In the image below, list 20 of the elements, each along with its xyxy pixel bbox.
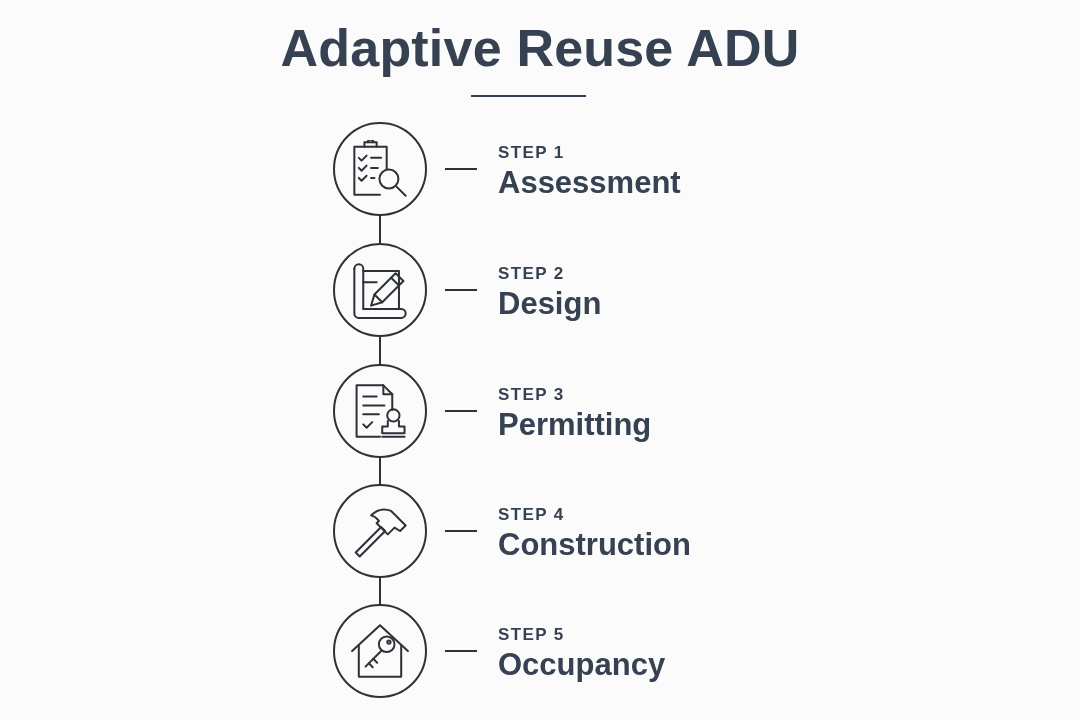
step-label: STEP 1: [498, 142, 565, 164]
step-title: Construction: [498, 526, 691, 564]
connector-line: [444, 650, 478, 652]
step-title: Design: [498, 285, 602, 323]
step-title: Permitting: [498, 406, 652, 444]
step-label: STEP 3: [498, 384, 565, 406]
step-label: STEP 5: [498, 624, 565, 646]
step-title: Assessment: [498, 164, 681, 202]
connector-line: [379, 336, 381, 365]
connector-line: [379, 577, 381, 605]
connector-line: [444, 530, 478, 532]
connector-line: [444, 410, 478, 412]
connector-line: [444, 168, 478, 170]
connector-line: [444, 289, 478, 291]
step-title: Occupancy: [498, 646, 666, 684]
step-label: STEP 2: [498, 263, 565, 285]
connector-line: [379, 457, 381, 485]
connector-line: [379, 215, 381, 244]
step-label: STEP 4: [498, 504, 565, 526]
diagram-title: Adaptive Reuse ADU: [280, 19, 800, 77]
